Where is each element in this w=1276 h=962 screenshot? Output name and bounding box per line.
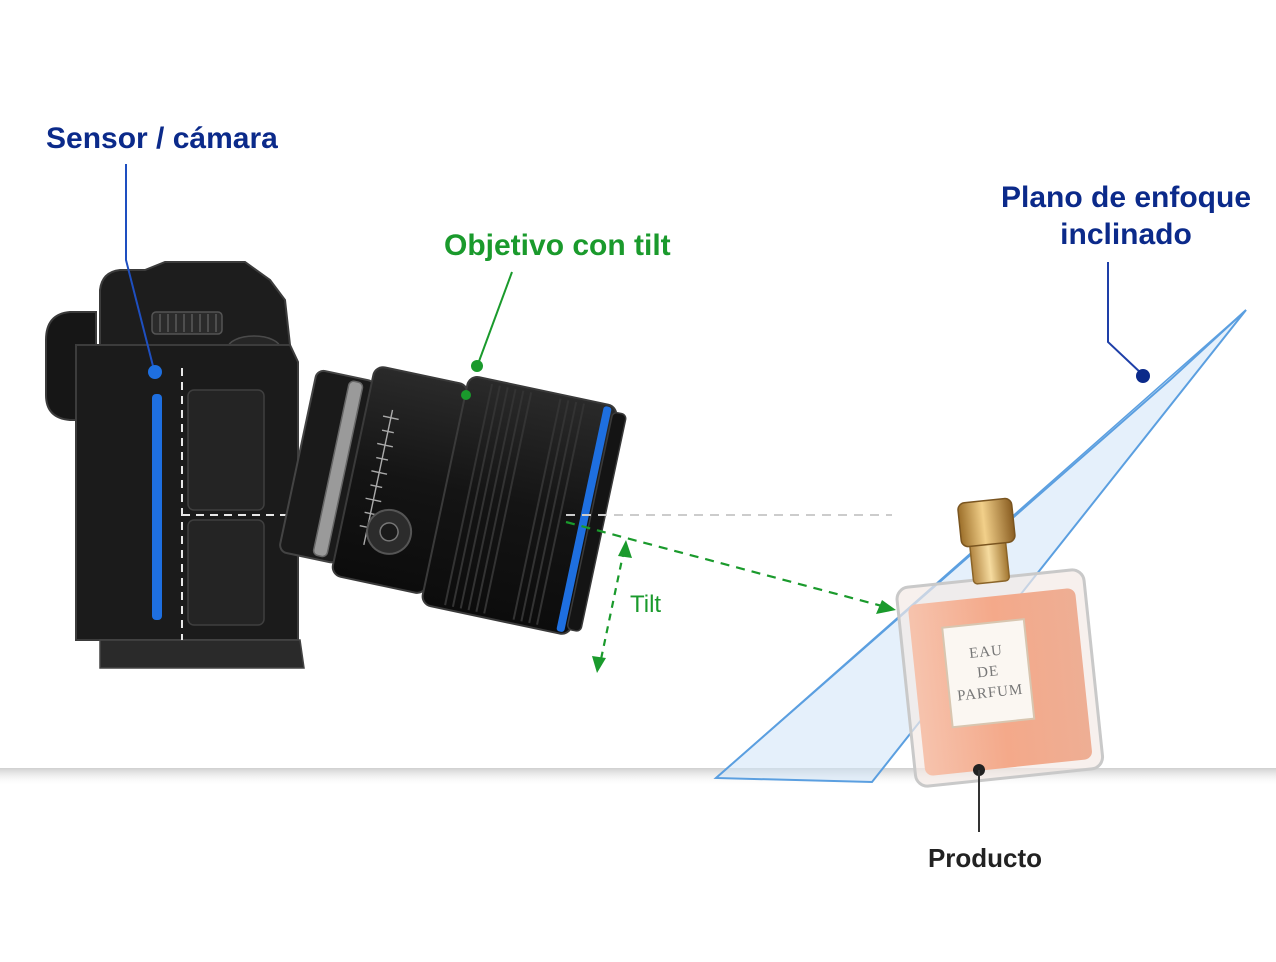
tilt-label: Tilt [630,591,661,618]
tilt-arrowhead-top [618,540,632,558]
bottle-cap [957,497,1016,548]
grip-panel-upper [187,389,265,511]
mount-ring-silver [312,380,364,558]
lens-label: Objetivo con tilt [444,229,671,262]
sensor-bar [152,394,162,620]
grip-panel-lower [187,519,265,626]
plane-leader-line [1107,262,1143,375]
tilted-axis-arrowhead [876,600,896,614]
lens-dot-2 [461,390,471,400]
lens-leader-line [477,271,513,365]
focus-ring [444,383,585,625]
camera [45,261,305,669]
mode-dial [151,311,223,335]
sensor-label: Sensor / cámara [46,122,278,155]
product-label: Producto [928,843,1042,873]
plane-label-line-2: inclinado [1060,218,1192,251]
bottle-label [941,618,1036,729]
plane-dot [1136,369,1150,383]
camera-top-hump [99,261,292,346]
label-line-2: DE [976,663,1000,681]
sensor-leader-line [125,164,155,371]
lens-front-ring [556,406,612,632]
label-line-1: EAU [968,643,1003,662]
label-line-3: PARFUM [956,682,1024,705]
plane-label-line-1: Plano de enfoque [1001,181,1251,214]
tilt-arrowhead-bottom [592,656,606,673]
tilt-lens [279,366,627,635]
perfume-bottle: EAU DE PARFUM [895,497,1105,788]
camera-base-plate [99,639,305,669]
tilt-arrow [598,549,626,665]
tilted-axis-green [565,520,883,608]
lens-dot [471,360,483,372]
sensor-dot [148,365,162,379]
